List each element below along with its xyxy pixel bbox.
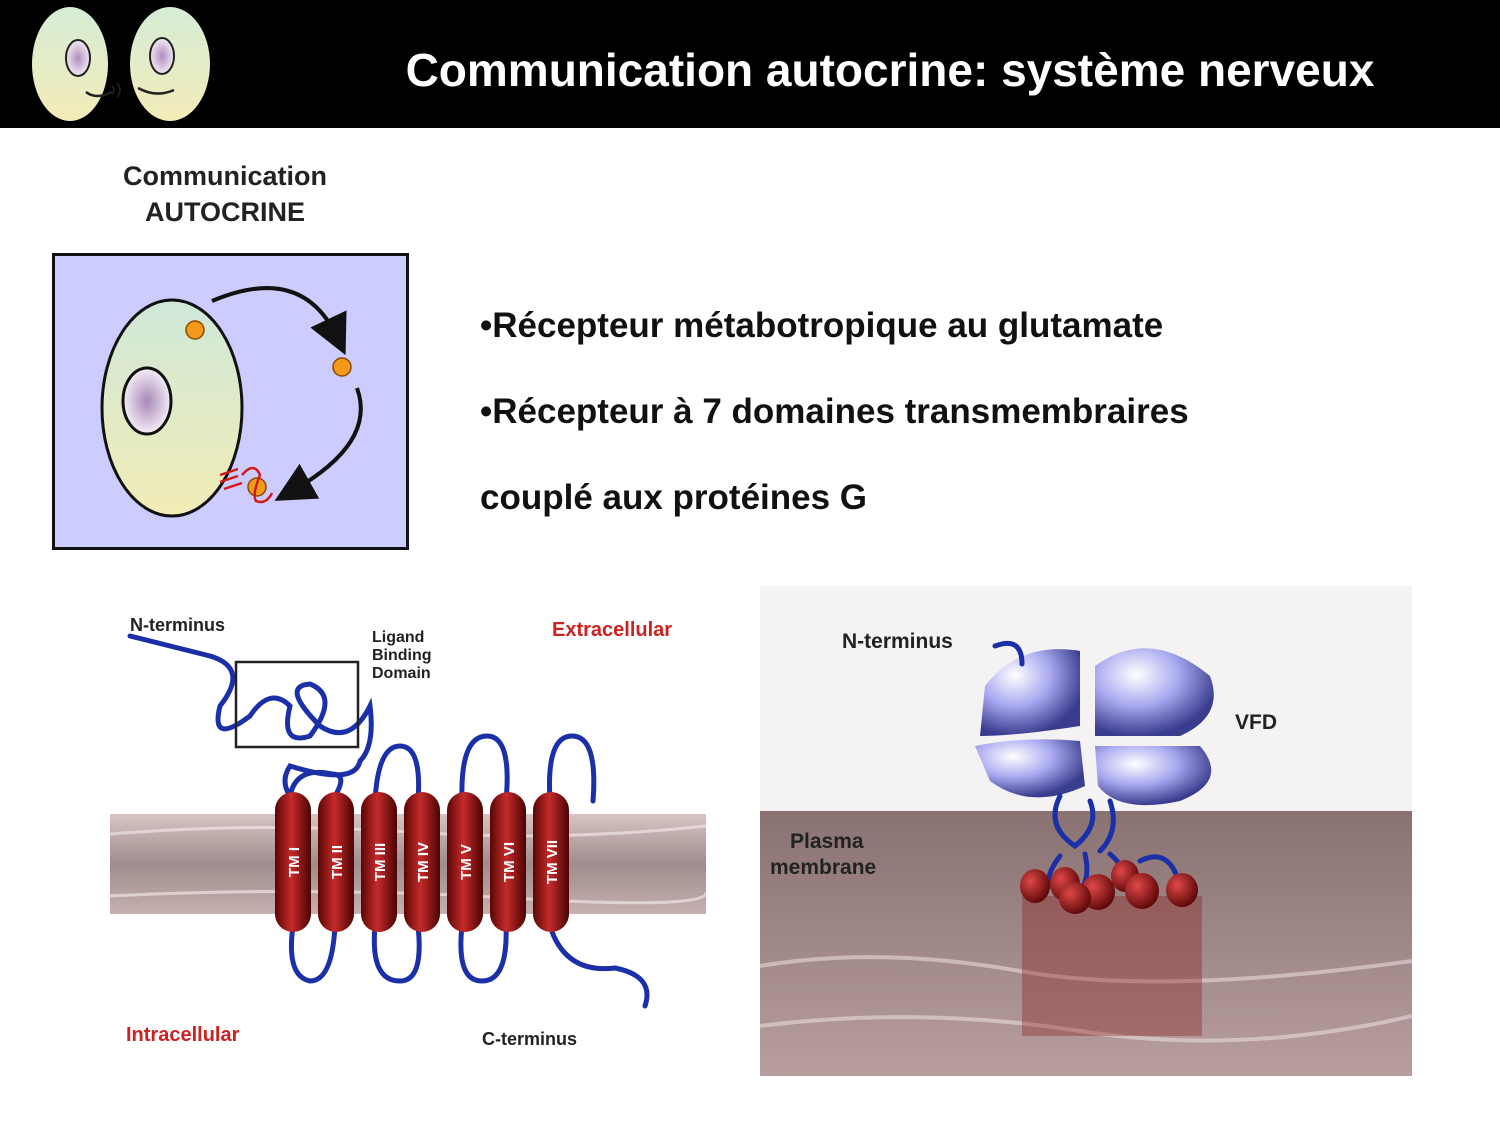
vfd-dimer — [975, 648, 1214, 806]
ligand-dot — [332, 357, 352, 377]
plasma-membrane-label: Plasma — [790, 830, 864, 853]
helix-tm-3 — [361, 792, 397, 932]
ligand-label: Ligand — [372, 629, 424, 646]
helix-label: TM VI — [501, 842, 518, 882]
helix-label: TM IV — [415, 842, 432, 882]
n-terminus-label: N-terminus — [842, 630, 953, 653]
helix-knobs — [1020, 860, 1198, 914]
ligand-binding-box — [234, 660, 360, 749]
helix-tm-2 — [318, 792, 354, 932]
helix-label: TM II — [329, 845, 346, 879]
helix-tm-5 — [447, 792, 483, 932]
helix-label: TM VII — [544, 840, 561, 884]
bullet-list: •Récepteur métabotropique au glutamate •… — [480, 296, 1440, 554]
autocrine-caption: Communication AUTOCRINE — [80, 158, 370, 230]
helix-label: TM I — [286, 847, 303, 877]
ligand-dot — [185, 320, 205, 340]
helix-tm-6 — [490, 792, 526, 932]
n-terminus-label: N-terminus — [130, 615, 225, 635]
caption-line: AUTOCRINE — [144, 197, 305, 227]
intracellular-label: Intracellular — [126, 1024, 240, 1046]
ligand-label: Domain — [372, 665, 431, 682]
plasma-membrane-label: membrane — [770, 856, 876, 879]
helix-label: TM III — [372, 843, 389, 881]
ligand-label: Binding — [372, 647, 432, 664]
receptor-topology-figure: TM I TM II TM III TM IV TM V TM VI TM VI… — [110, 615, 706, 1049]
title-bar: Communication autocrine: système nerveux — [0, 0, 1500, 128]
vfd-label: VFD — [1235, 711, 1277, 734]
linker-chains — [992, 640, 1183, 891]
bullet-item: •Récepteur métabotropique au glutamate — [480, 306, 1164, 345]
protein-chain — [127, 633, 650, 1009]
release-arrow-icon — [211, 286, 347, 356]
helix-group — [275, 792, 569, 932]
bullet-item: couplé aux protéines G — [480, 478, 868, 517]
bullet-item: •Récepteur à 7 domaines transmembraires — [480, 392, 1189, 431]
helix-tm-1 — [275, 792, 311, 932]
two-cells-logo-icon — [32, 7, 210, 121]
caption-line: Communication — [122, 161, 327, 191]
helix-tm-7 — [533, 792, 569, 932]
c-terminus-label: C-terminus — [482, 1029, 577, 1049]
autocrine-diagram — [52, 253, 409, 550]
helix-label: TM V — [458, 844, 475, 880]
extracellular-label: Extracellular — [552, 619, 672, 641]
receptor-3d-figure: N-terminus VFD Plasma membrane — [760, 586, 1412, 1076]
receptor-icon — [219, 466, 274, 504]
helix-tm-4 — [404, 792, 440, 932]
binding-arrow-icon — [274, 387, 363, 501]
page-title: Communication autocrine: système nerveux — [405, 44, 1375, 96]
cell-nucleus — [121, 366, 173, 436]
